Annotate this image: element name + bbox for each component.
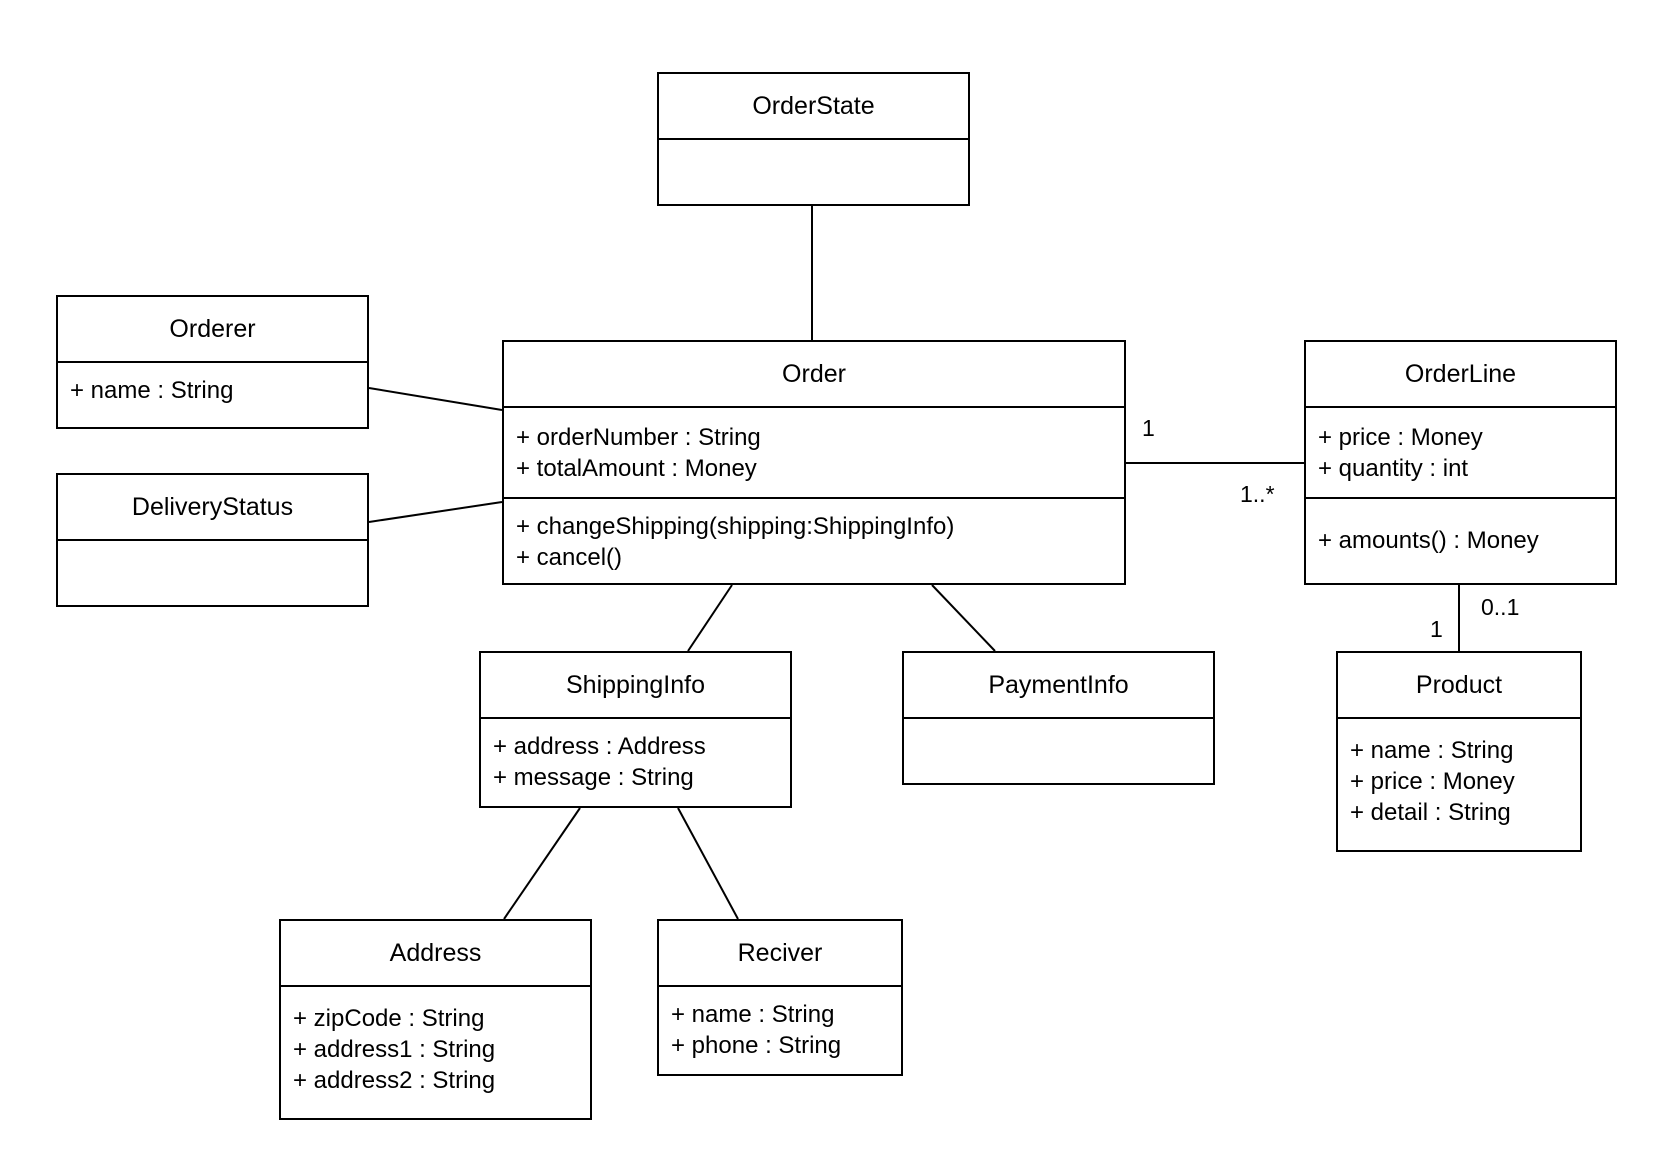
class-name: Address: [281, 921, 590, 987]
attribute-section: + name : String: [58, 363, 367, 414]
class-orderer[interactable]: Orderer + name : String: [56, 295, 369, 429]
class-name: ShippingInfo: [481, 653, 790, 719]
attribute: + price : Money: [1350, 768, 1515, 795]
attribute-section: + address : Address + message : String: [481, 719, 790, 801]
class-name: Orderer: [58, 297, 367, 363]
multiplicity-order-side: 1: [1142, 415, 1155, 441]
class-address[interactable]: Address + zipCode : String + address1 : …: [279, 919, 592, 1120]
attribute-section: + zipCode : String + address1 : String +…: [281, 987, 590, 1104]
attribute: + orderNumber : String: [516, 424, 761, 451]
attribute: + message : String: [493, 764, 694, 791]
edge-order-paymentinfo: [931, 584, 996, 652]
attribute: + zipCode : String: [293, 1005, 485, 1032]
class-name: Reciver: [659, 921, 901, 987]
attribute: + address2 : String: [293, 1067, 496, 1094]
attribute: + detail : String: [1350, 799, 1511, 826]
attribute: + quantity : int: [1318, 455, 1469, 482]
edge-orderer-order: [368, 387, 503, 411]
class-deliverystatus[interactable]: DeliveryStatus: [56, 473, 369, 607]
operation: + amounts() : Money: [1318, 527, 1539, 554]
attribute: + name : String: [70, 377, 234, 404]
operation-section: + amounts() : Money: [1306, 497, 1615, 564]
class-product[interactable]: Product + name : String + price : Money …: [1336, 651, 1582, 852]
edge-shippinginfo-reciver: [677, 807, 739, 920]
operation: + changeShipping(shipping:ShippingInfo): [516, 513, 955, 540]
attribute: + totalAmount : Money: [516, 455, 757, 482]
attribute: + name : String: [1350, 737, 1514, 764]
attribute: + address : Address: [493, 733, 706, 760]
operation: + cancel(): [516, 544, 623, 571]
class-paymentinfo[interactable]: PaymentInfo: [902, 651, 1215, 785]
attribute: + name : String: [671, 1001, 835, 1028]
attribute: + address1 : String: [293, 1036, 496, 1063]
class-name: OrderState: [659, 74, 968, 140]
class-orderstate[interactable]: OrderState: [657, 72, 970, 206]
edge-order-shippinginfo: [687, 584, 733, 652]
attribute-section: + price : Money + quantity : int: [1306, 408, 1615, 497]
class-name: DeliveryStatus: [58, 475, 367, 541]
class-name: Product: [1338, 653, 1580, 719]
class-orderline[interactable]: OrderLine + price : Money + quantity : i…: [1304, 340, 1617, 585]
class-name: PaymentInfo: [904, 653, 1213, 719]
multiplicity-orderline-product-top: 0..1: [1481, 594, 1520, 620]
attribute-section: + name : String + phone : String: [659, 987, 901, 1069]
attribute: + phone : String: [671, 1032, 842, 1059]
class-order[interactable]: Order + orderNumber : String + totalAmou…: [502, 340, 1126, 585]
class-reciver[interactable]: Reciver + name : String + phone : String: [657, 919, 903, 1076]
attribute-section: + name : String + price : Money + detail…: [1338, 719, 1580, 836]
class-name: OrderLine: [1306, 342, 1615, 408]
multiplicity-product-side: 1: [1430, 616, 1443, 642]
class-name: Order: [504, 342, 1124, 408]
edge-shippinginfo-address: [503, 807, 581, 920]
attribute: + price : Money: [1318, 424, 1483, 451]
attribute-section: + orderNumber : String + totalAmount : M…: [504, 408, 1124, 497]
edge-deliverystatus-order: [368, 501, 503, 523]
multiplicity-orderline-side: 1..*: [1240, 481, 1275, 507]
operation-section: + changeShipping(shipping:ShippingInfo) …: [504, 497, 1124, 581]
class-shippinginfo[interactable]: ShippingInfo + address : Address + messa…: [479, 651, 792, 808]
